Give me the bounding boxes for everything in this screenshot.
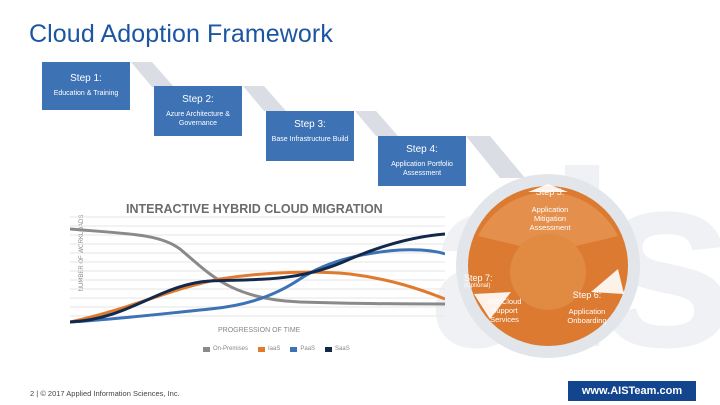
step-3-box: Step 3: Base Infrastructure Build bbox=[266, 111, 354, 161]
chart-title: INTERACTIVE HYBRID CLOUD MIGRATION bbox=[126, 202, 383, 216]
legend-label: SaaS bbox=[335, 346, 350, 352]
legend-item-on-premises: On-Premises bbox=[203, 346, 248, 352]
cycle-diagram bbox=[468, 184, 628, 346]
chart-legend: On-Premises IaaS PaaS SaaS bbox=[203, 346, 350, 352]
slide-title: Cloud Adoption Framework bbox=[29, 20, 333, 48]
legend-label: IaaS bbox=[268, 346, 281, 352]
step-4-desc: Application Portfolio Assessment bbox=[391, 161, 453, 177]
step-4-box: Step 4: Application Portfolio Assessment bbox=[378, 136, 466, 186]
step-2-box: Step 2: Azure Architecture & Governance bbox=[154, 86, 242, 136]
step-7-heading: Step 7: bbox=[464, 273, 493, 283]
step-1-desc: Education & Training bbox=[53, 90, 119, 97]
legend-item-paas: PaaS bbox=[290, 346, 315, 352]
step-2-heading: Step 2: bbox=[182, 94, 214, 105]
step-6-label: Step 6: Application Onboarding bbox=[552, 290, 622, 325]
series-on-premises bbox=[70, 227, 445, 306]
footer-separator: | bbox=[36, 389, 41, 398]
step-2-desc: Azure Architecture & Governance bbox=[166, 111, 230, 127]
website-url[interactable]: www.AISTeam.com bbox=[568, 381, 696, 401]
step-5-label: Step 5: Application Mitigation Assessmen… bbox=[500, 187, 600, 232]
step-7-label: Step 7: (Optional) AIS Cloud Support Ser… bbox=[464, 273, 544, 324]
chart-x-label: PROGRESSION OF TIME bbox=[218, 327, 301, 334]
step-5-heading: Step 5: bbox=[535, 187, 565, 197]
step-6-heading: Step 6: bbox=[572, 290, 602, 300]
copyright-text: © 2017 Applied Information Sciences, Inc… bbox=[40, 389, 180, 398]
step-3-desc: Base Infrastructure Build bbox=[271, 136, 349, 143]
legend-label: On-Premises bbox=[213, 346, 249, 352]
step-1-heading: Step 1: bbox=[70, 73, 102, 84]
migration-chart bbox=[70, 216, 445, 324]
step-6-desc: Application Onboarding bbox=[567, 307, 607, 325]
legend-label: PaaS bbox=[300, 346, 316, 352]
step-3-heading: Step 3: bbox=[294, 119, 326, 130]
page-number: 2 bbox=[30, 389, 35, 398]
series-saas bbox=[70, 232, 445, 324]
slide-footer: 2 | © 2017 Applied Information Sciences,… bbox=[30, 389, 180, 398]
series-paas bbox=[70, 248, 445, 324]
legend-item-saas: SaaS bbox=[325, 346, 350, 352]
step-5-desc: Application Mitigation Assessment bbox=[529, 205, 571, 232]
step-7-desc: AIS Cloud Support Services bbox=[487, 297, 522, 324]
legend-item-iaas: IaaS bbox=[258, 346, 280, 352]
step-1-box: Step 1: Education & Training bbox=[42, 62, 130, 110]
step-7-note: (Optional) bbox=[464, 283, 491, 289]
step-4-heading: Step 4: bbox=[406, 144, 438, 155]
